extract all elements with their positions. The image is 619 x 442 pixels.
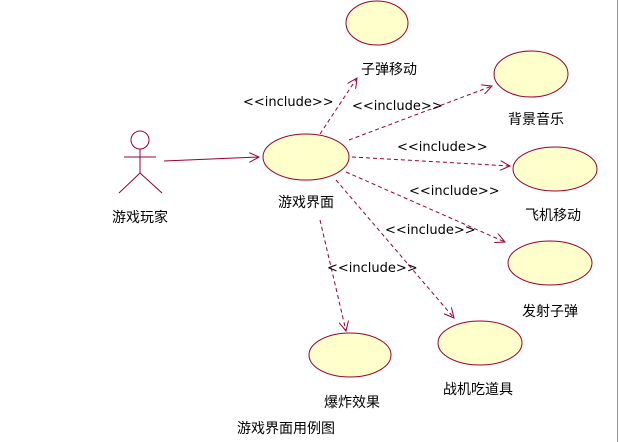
usecase-label-fire-bullet: 发射子弹: [522, 304, 578, 320]
usecase-label-bullet-move: 子弹移动: [361, 62, 417, 78]
include-label: <<include>>: [243, 95, 334, 110]
include-label: <<include>>: [385, 223, 476, 238]
include-label: <<include>>: [409, 184, 500, 199]
usecase-ellipse-plane-move[interactable]: [512, 146, 598, 192]
include-arrow-bg-music: [348, 86, 492, 141]
include-label: <<include>>: [352, 99, 443, 114]
usecase-label-explosion: 爆炸效果: [324, 395, 380, 411]
include-arrow-explosion: [319, 219, 346, 331]
usecase-ellipse-main[interactable]: [262, 133, 350, 181]
association-line: [163, 157, 259, 161]
usecase-label-plane-move: 飞机移动: [525, 208, 581, 224]
usecase-ellipse-bullet-move[interactable]: [345, 0, 409, 46]
include-arrow-fire-bullet: [345, 171, 505, 242]
actor-label: 游戏玩家: [112, 209, 168, 226]
usecase-ellipse-eat-item[interactable]: [437, 320, 523, 366]
actor-right-leg: [139, 172, 163, 194]
include-arrow-eat-item: [335, 179, 454, 318]
include-label: <<include>>: [397, 140, 488, 155]
actor-player[interactable]: 游戏玩家: [112, 130, 168, 226]
usecase-ellipse-fire-bullet[interactable]: [507, 240, 593, 286]
usecase-label-main: 游戏界面: [278, 195, 334, 211]
usecase-label-bg-music: 背景音乐: [508, 111, 564, 128]
actor-left-leg: [118, 172, 141, 194]
usecase-label-eat-item: 战机吃道具: [443, 382, 513, 398]
usecase-ellipse-bg-music[interactable]: [493, 50, 569, 98]
usecase-ellipse-explosion[interactable]: [308, 332, 392, 378]
include-label: <<include>>: [327, 261, 418, 276]
include-arrow-plane-move: [351, 156, 510, 166]
actor-head: [130, 130, 150, 150]
diagram-caption: 游戏界面用例图: [237, 421, 335, 437]
